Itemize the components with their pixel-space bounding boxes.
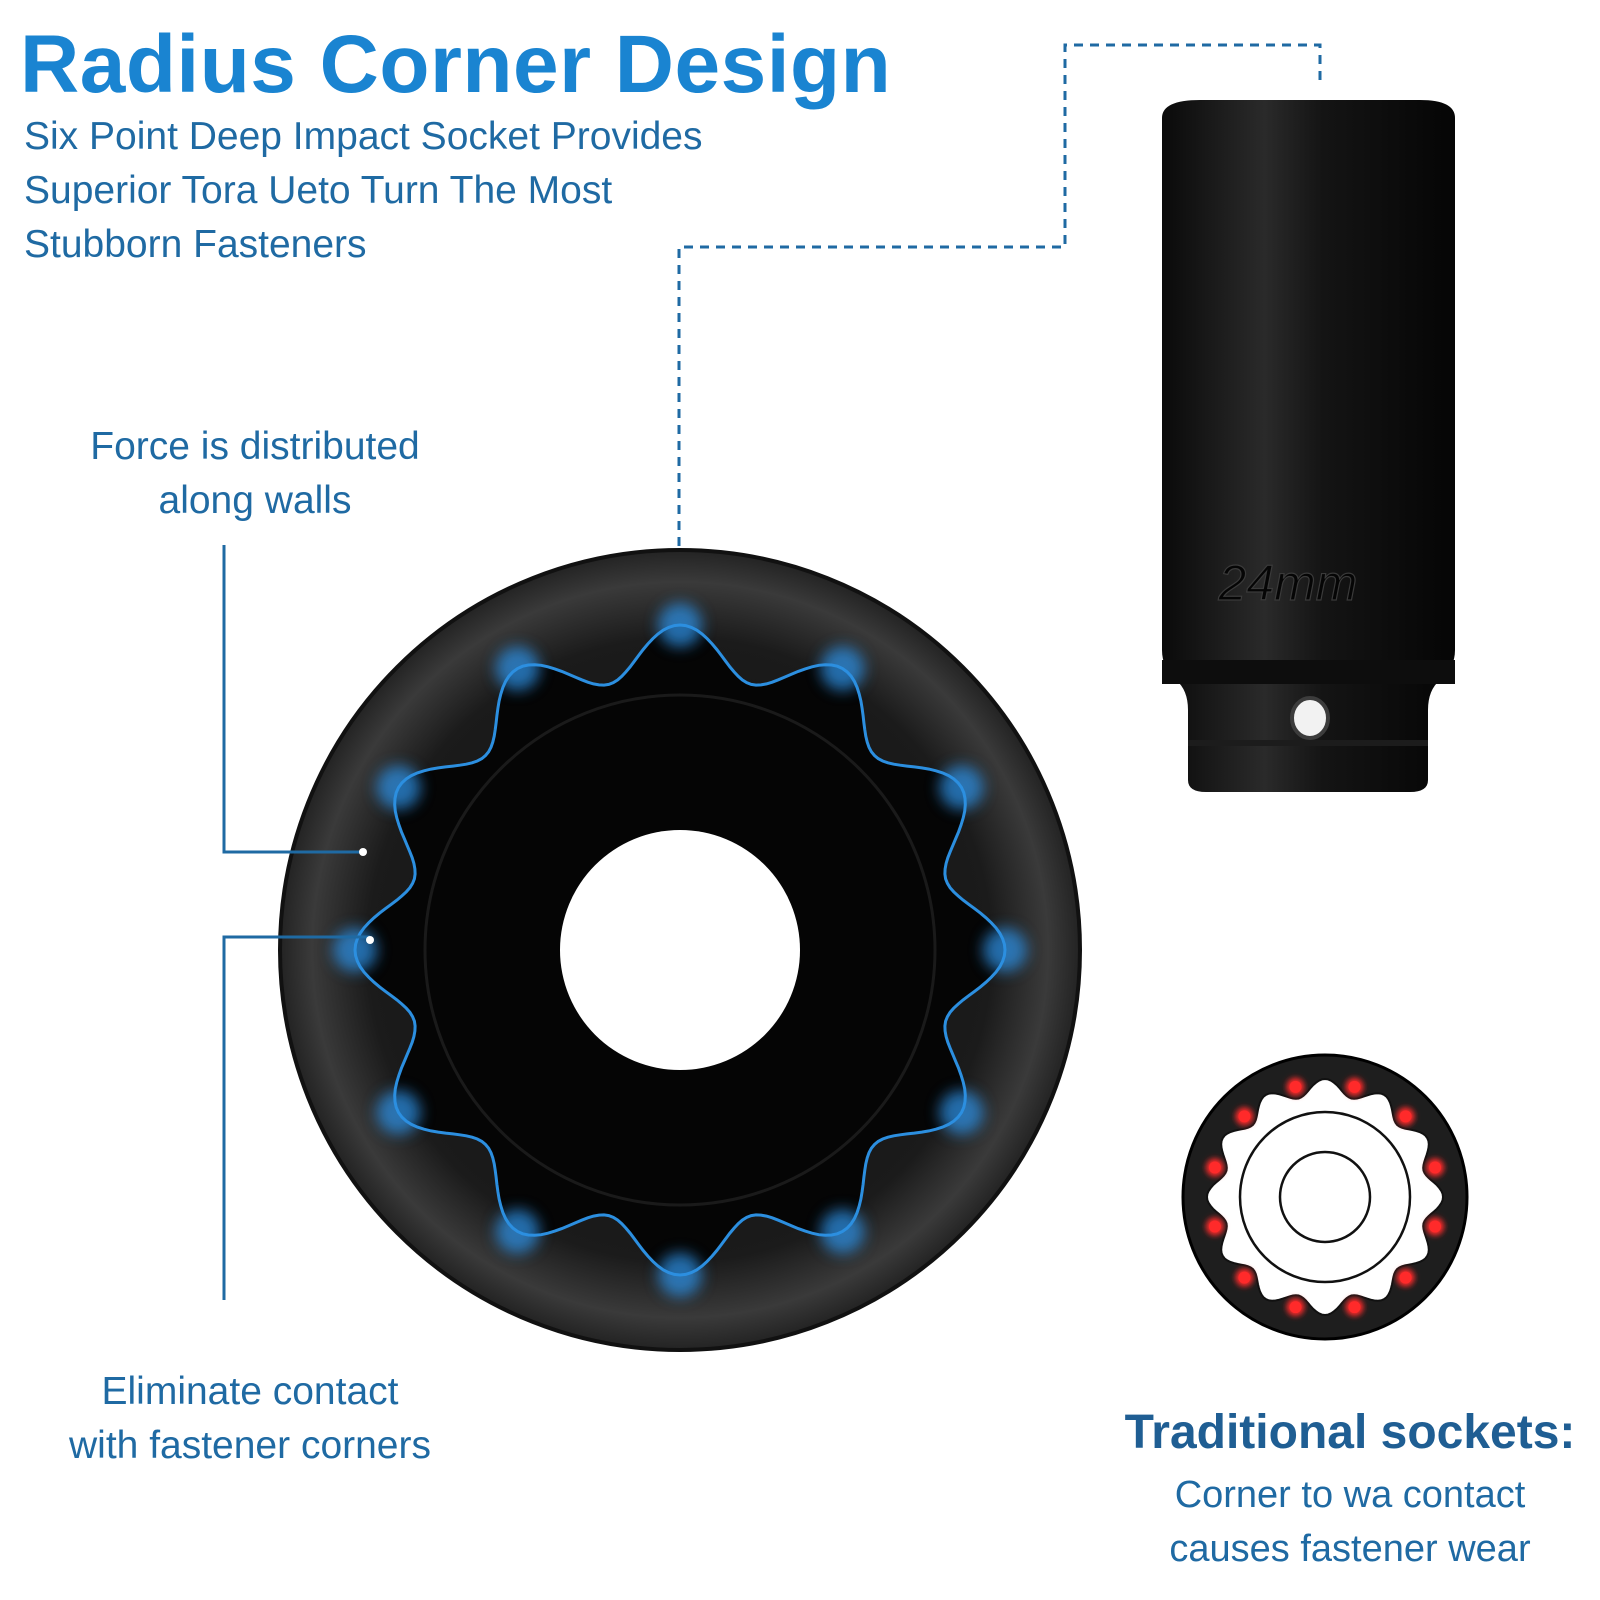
contact-point — [1289, 1301, 1302, 1314]
traditional-description: Corner to wa contact causes fastener wea… — [1110, 1468, 1590, 1576]
contact-point — [1399, 1271, 1412, 1284]
deep-socket-side-view: 24mm — [1162, 100, 1455, 792]
contact-point — [1208, 1220, 1221, 1233]
contact-point — [1429, 1161, 1442, 1174]
contact-point — [1238, 1271, 1251, 1284]
traditional-desc-line-1: Corner to wa contact — [1174, 1474, 1526, 1516]
page-subtitle: Six Point Deep Impact Socket Provides Su… — [24, 110, 844, 272]
eliminate-callout: Eliminate contact with fastener corners — [20, 1365, 480, 1473]
contact-point — [1289, 1080, 1302, 1093]
eliminate-callout-line-1: Eliminate contact — [101, 1370, 399, 1413]
contact-point — [1348, 1080, 1361, 1093]
force-connector-line — [222, 545, 363, 854]
socket-face — [278, 548, 1082, 1352]
radius-corner-profile — [353, 623, 1007, 1277]
contact-point — [1238, 1110, 1251, 1123]
contact-point — [1208, 1161, 1221, 1174]
contact-points — [1205, 1077, 1445, 1317]
eliminate-connector-dot — [366, 936, 374, 944]
contact-point — [1348, 1301, 1361, 1314]
traditional-socket-diagram — [1181, 1053, 1469, 1341]
traditional-desc-line-2: causes fastener wear — [1169, 1528, 1531, 1570]
force-callout: Force is distributed along walls — [40, 420, 470, 528]
force-callout-line-1: Force is distributed — [90, 425, 420, 468]
subtitle-line-3: Stubborn Fasteners — [24, 223, 367, 266]
leader-dashed-line — [677, 43, 1322, 550]
subtitle-line-2: Superior Tora Ueto Turn The Most — [24, 169, 613, 212]
contact-point — [1399, 1110, 1412, 1123]
traditional-title: Traditional sockets: — [1124, 1406, 1576, 1459]
socket-center-hole — [560, 830, 800, 1070]
contact-point — [1429, 1220, 1442, 1233]
force-connector-dot — [359, 848, 367, 856]
force-callout-line-2: along walls — [158, 479, 352, 522]
traditional-sockets-caption: Traditional sockets: Corner to wa contac… — [1110, 1405, 1590, 1576]
eliminate-callout-line-2: with fastener corners — [69, 1424, 431, 1467]
socket-size-label: 24mm — [1218, 555, 1358, 611]
subtitle-line-1: Six Point Deep Impact Socket Provides — [24, 115, 703, 158]
page-title: Radius Corner Design — [20, 19, 892, 110]
eliminate-connector-line — [222, 935, 370, 1300]
